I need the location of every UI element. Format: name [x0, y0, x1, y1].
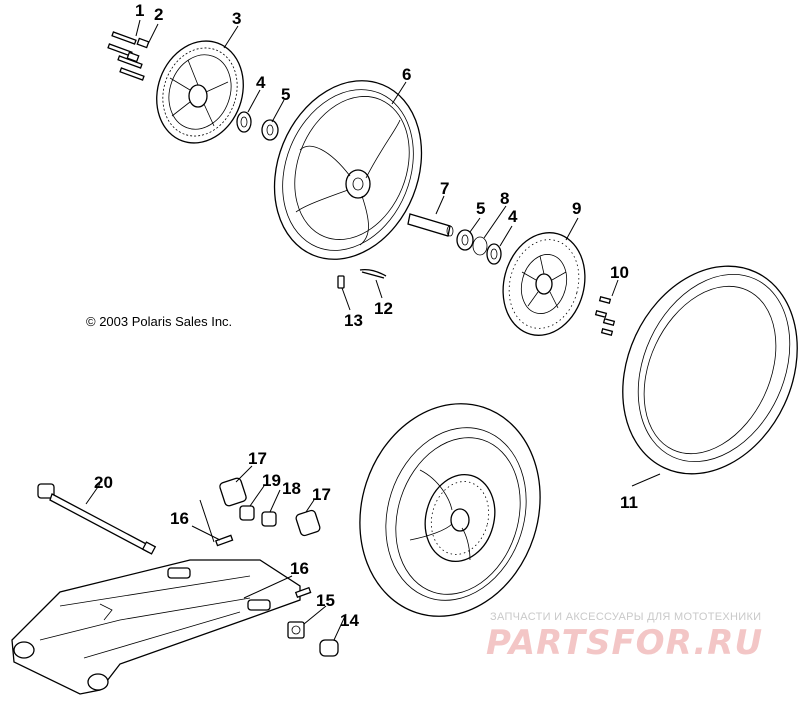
tire-part-11 — [622, 265, 798, 475]
callout-17-right: 17 — [312, 485, 331, 504]
swingarm — [11, 559, 301, 695]
bearing-clip-seal-parts-5-8-4 — [456, 229, 502, 265]
callout-12: 12 — [374, 299, 393, 318]
callout-3: 3 — [232, 9, 241, 28]
callout-11: 11 — [620, 493, 638, 512]
rear-axle-part-20 — [37, 483, 157, 555]
callout-19: 19 — [262, 471, 281, 490]
bolts-part-1-2 — [107, 31, 150, 81]
callout-4-lower: 4 — [508, 207, 518, 226]
callout-7: 7 — [440, 179, 449, 198]
callout-18: 18 — [282, 479, 301, 498]
assembled-rear-wheel — [359, 403, 541, 617]
callout-9: 9 — [572, 199, 581, 218]
callout-16-lower: 16 — [290, 559, 309, 578]
callout-16: 16 — [170, 509, 189, 528]
rear-sprocket-part-3 — [156, 40, 244, 144]
watermark-tagline: ЗАПЧАСТИ И АКСЕССУАРЫ ДЛЯ МОТОТЕХНИКИ — [490, 611, 761, 623]
callout-20: 20 — [94, 473, 113, 492]
callout-2: 2 — [154, 5, 163, 24]
rear-rim-part-6 — [273, 80, 423, 260]
copyright-notice: © 2003 Polaris Sales Inc. — [86, 314, 232, 329]
disc-bolts-part-10 — [594, 295, 616, 337]
callout-4: 4 — [256, 73, 266, 92]
callout-1: 1 — [135, 1, 144, 20]
callout-8: 8 — [500, 189, 509, 208]
brake-disc-part-9 — [502, 232, 586, 336]
callout-14: 14 — [340, 611, 359, 630]
axle-spacer-part-7 — [407, 213, 454, 237]
callout-10: 10 — [610, 263, 629, 282]
callout-labels: 1 2 3 4 5 6 7 5 8 4 9 10 11 12 13 14 15 … — [94, 1, 638, 630]
chain-adjuster-parts — [214, 477, 339, 657]
leader-lines — [85, 19, 661, 641]
watermark-logo: PARTSFOR.RU — [486, 623, 763, 663]
callout-5-lower: 5 — [476, 199, 485, 218]
watermark: ЗАПЧАСТИ И АКСЕССУАРЫ ДЛЯ МОТОТЕХНИКИ PA… — [486, 611, 763, 663]
callout-17: 17 — [248, 449, 267, 468]
callout-6: 6 — [402, 65, 411, 84]
callout-15: 15 — [316, 591, 335, 610]
callout-13: 13 — [344, 311, 363, 330]
bearing-seal-parts-4-5 — [236, 111, 279, 141]
callout-5: 5 — [281, 85, 290, 104]
valve-parts-12-13 — [337, 268, 387, 289]
